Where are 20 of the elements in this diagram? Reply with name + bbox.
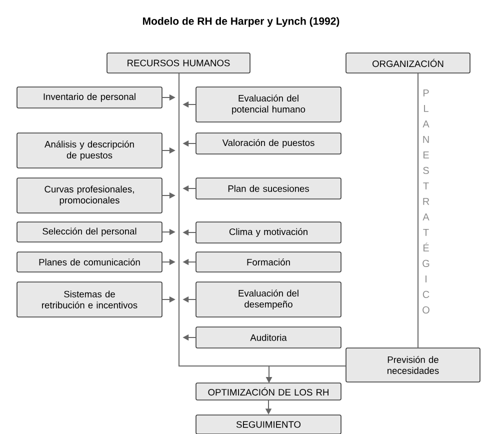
process-box: Plan de sucesiones: [196, 178, 342, 200]
process-box: SEGUIMIENTO: [196, 414, 342, 434]
process-box: OPTIMIZACIÓN DE LOS RH: [196, 382, 342, 400]
process-box: Evaluación del desempeño: [196, 282, 342, 318]
heading-box: ORGANIZACIÓN: [346, 52, 470, 74]
process-box: Formación: [196, 252, 342, 272]
process-box: Clima y motivación: [196, 222, 342, 244]
process-box: Evaluación del potencial humano: [196, 86, 342, 122]
process-box: Sistemas de retribución e incentivos: [16, 282, 162, 318]
process-box: Valoración de puestos: [196, 132, 342, 154]
vertical-label: PLAN ESTRATÉGICO: [422, 90, 430, 314]
process-box: Auditoria: [196, 326, 342, 348]
process-box: Inventario de personal: [16, 86, 162, 108]
process-box: Curvas profesionales, promocionales: [16, 178, 162, 214]
process-box: Previsión de necesidades: [346, 348, 480, 382]
process-box: Selección del personal: [16, 222, 162, 242]
title: Modelo de RH de Harper y Lynch (1992): [143, 17, 340, 27]
heading-box: RECURSOS HUMANOS: [106, 52, 250, 74]
process-box: Análisis y descripción de puestos: [16, 132, 162, 168]
process-box: Planes de comunicación: [16, 252, 162, 272]
